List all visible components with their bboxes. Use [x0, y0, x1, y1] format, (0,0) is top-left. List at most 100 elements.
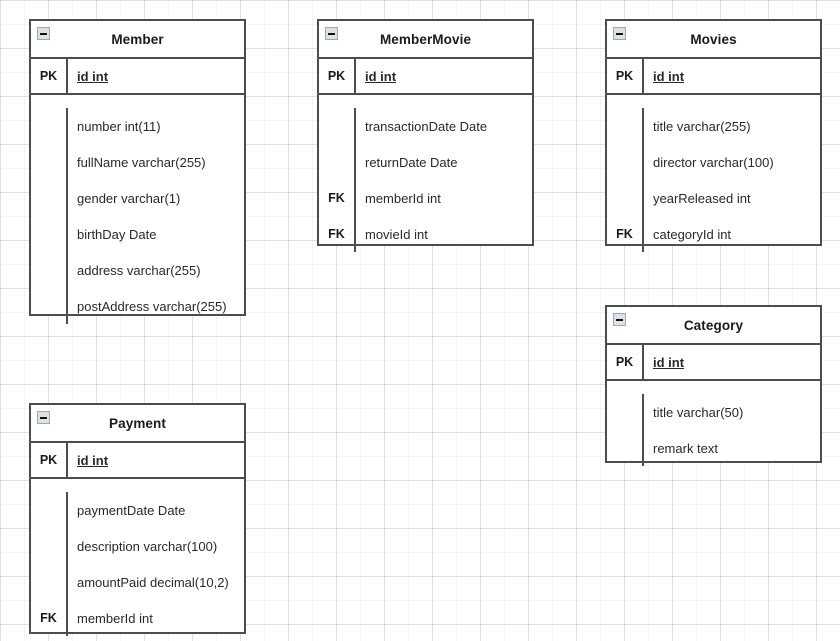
- entity-name-label: Payment: [109, 415, 166, 431]
- key-marker: [31, 528, 68, 564]
- entity-title-bar[interactable]: Movies: [607, 21, 820, 59]
- key-marker: PK: [31, 59, 68, 93]
- minus-collapse-icon[interactable]: [613, 27, 626, 40]
- field-list-top-spacer: [31, 479, 244, 492]
- primary-key-row[interactable]: PK id int: [607, 345, 820, 381]
- key-marker: [607, 394, 644, 430]
- field-label: id int: [68, 443, 244, 477]
- key-marker: [31, 108, 68, 144]
- field-label: remark text: [653, 440, 719, 456]
- key-marker: PK: [607, 345, 644, 379]
- entity-title-bar[interactable]: Payment: [31, 405, 244, 443]
- field-row[interactable]: yearReleased int: [607, 180, 820, 216]
- field-label: transactionDate Date: [365, 118, 488, 134]
- field-list-top-spacer: [31, 95, 244, 108]
- field-label: id int: [644, 345, 820, 379]
- field-label: paymentDate Date: [77, 502, 186, 518]
- field-label: returnDate Date: [365, 154, 458, 170]
- key-marker: FK: [607, 216, 644, 252]
- field-row[interactable]: title varchar(50): [607, 394, 820, 430]
- minus-collapse-icon[interactable]: [325, 27, 338, 40]
- key-marker: [31, 252, 68, 288]
- key-marker: [31, 288, 68, 324]
- field-label: id int: [68, 59, 244, 93]
- key-marker: PK: [607, 59, 644, 93]
- entity-name-label: MemberMovie: [379, 31, 472, 47]
- primary-key-field-label: id int: [653, 354, 685, 370]
- field-row[interactable]: remark text: [607, 430, 820, 466]
- primary-key-field-label: id int: [77, 452, 109, 468]
- field-row[interactable]: fullName varchar(255): [31, 144, 244, 180]
- key-marker: [319, 108, 356, 144]
- field-row[interactable]: title varchar(255): [607, 108, 820, 144]
- key-marker: FK: [319, 180, 356, 216]
- key-marker: [31, 216, 68, 252]
- primary-key-row[interactable]: PK id int: [319, 59, 532, 95]
- minus-collapse-icon[interactable]: [37, 411, 50, 424]
- field-row[interactable]: paymentDate Date: [31, 492, 244, 528]
- field-label: yearReleased int: [653, 190, 751, 206]
- minus-collapse-icon[interactable]: [613, 313, 626, 326]
- primary-key-field-label: id int: [653, 68, 685, 84]
- primary-key-field-label: id int: [77, 68, 109, 84]
- key-marker: PK: [31, 443, 68, 477]
- field-row[interactable]: birthDay Date: [31, 216, 244, 252]
- key-marker: [607, 108, 644, 144]
- key-marker: [31, 492, 68, 528]
- key-marker: [607, 180, 644, 216]
- key-marker: [319, 144, 356, 180]
- field-label: movieId int: [365, 226, 428, 242]
- field-row[interactable]: number int(11): [31, 108, 244, 144]
- field-label: birthDay Date: [77, 226, 157, 242]
- entity-field-list: paymentDate Date description varchar(100)…: [31, 479, 244, 636]
- field-label: memberId int: [77, 610, 153, 626]
- field-label: description varchar(100): [77, 538, 218, 554]
- key-marker: [31, 144, 68, 180]
- field-row[interactable]: amountPaid decimal(10,2): [31, 564, 244, 600]
- field-row[interactable]: description varchar(100): [31, 528, 244, 564]
- field-row[interactable]: returnDate Date: [319, 144, 532, 180]
- field-label: title varchar(255): [653, 118, 751, 134]
- minus-collapse-icon[interactable]: [37, 27, 50, 40]
- field-row[interactable]: postAddress varchar(255): [31, 288, 244, 324]
- key-marker: PK: [319, 59, 356, 93]
- field-row[interactable]: director varchar(100): [607, 144, 820, 180]
- primary-key-field-label: id int: [365, 68, 397, 84]
- field-label: title varchar(50): [653, 404, 744, 420]
- entity-field-list: title varchar(50) remark text: [607, 381, 820, 466]
- field-row[interactable]: FK memberId int: [31, 600, 244, 636]
- key-marker: [607, 144, 644, 180]
- key-marker: [31, 180, 68, 216]
- key-marker: FK: [31, 600, 68, 636]
- field-row[interactable]: address varchar(255): [31, 252, 244, 288]
- key-marker: [31, 564, 68, 600]
- field-label: address varchar(255): [77, 262, 201, 278]
- field-label: number int(11): [77, 118, 161, 134]
- field-row[interactable]: FK memberId int: [319, 180, 532, 216]
- field-label: id int: [356, 59, 532, 93]
- primary-key-row[interactable]: PK id int: [607, 59, 820, 95]
- field-list-top-spacer: [607, 381, 820, 394]
- key-marker: [607, 430, 644, 466]
- primary-key-row[interactable]: PK id int: [31, 59, 244, 95]
- primary-key-row[interactable]: PK id int: [31, 443, 244, 479]
- field-label: director varchar(100): [653, 154, 774, 170]
- field-label: memberId int: [365, 190, 441, 206]
- entity-field-list: number int(11) fullName varchar(255) gende…: [31, 95, 244, 324]
- entity-name-label: Category: [683, 317, 744, 333]
- field-label: fullName varchar(255): [77, 154, 206, 170]
- entity-title-bar[interactable]: MemberMovie: [319, 21, 532, 59]
- entity-title-bar[interactable]: Category: [607, 307, 820, 345]
- entity-title-bar[interactable]: Member: [31, 21, 244, 59]
- field-row[interactable]: transactionDate Date: [319, 108, 532, 144]
- field-row[interactable]: gender varchar(1): [31, 180, 244, 216]
